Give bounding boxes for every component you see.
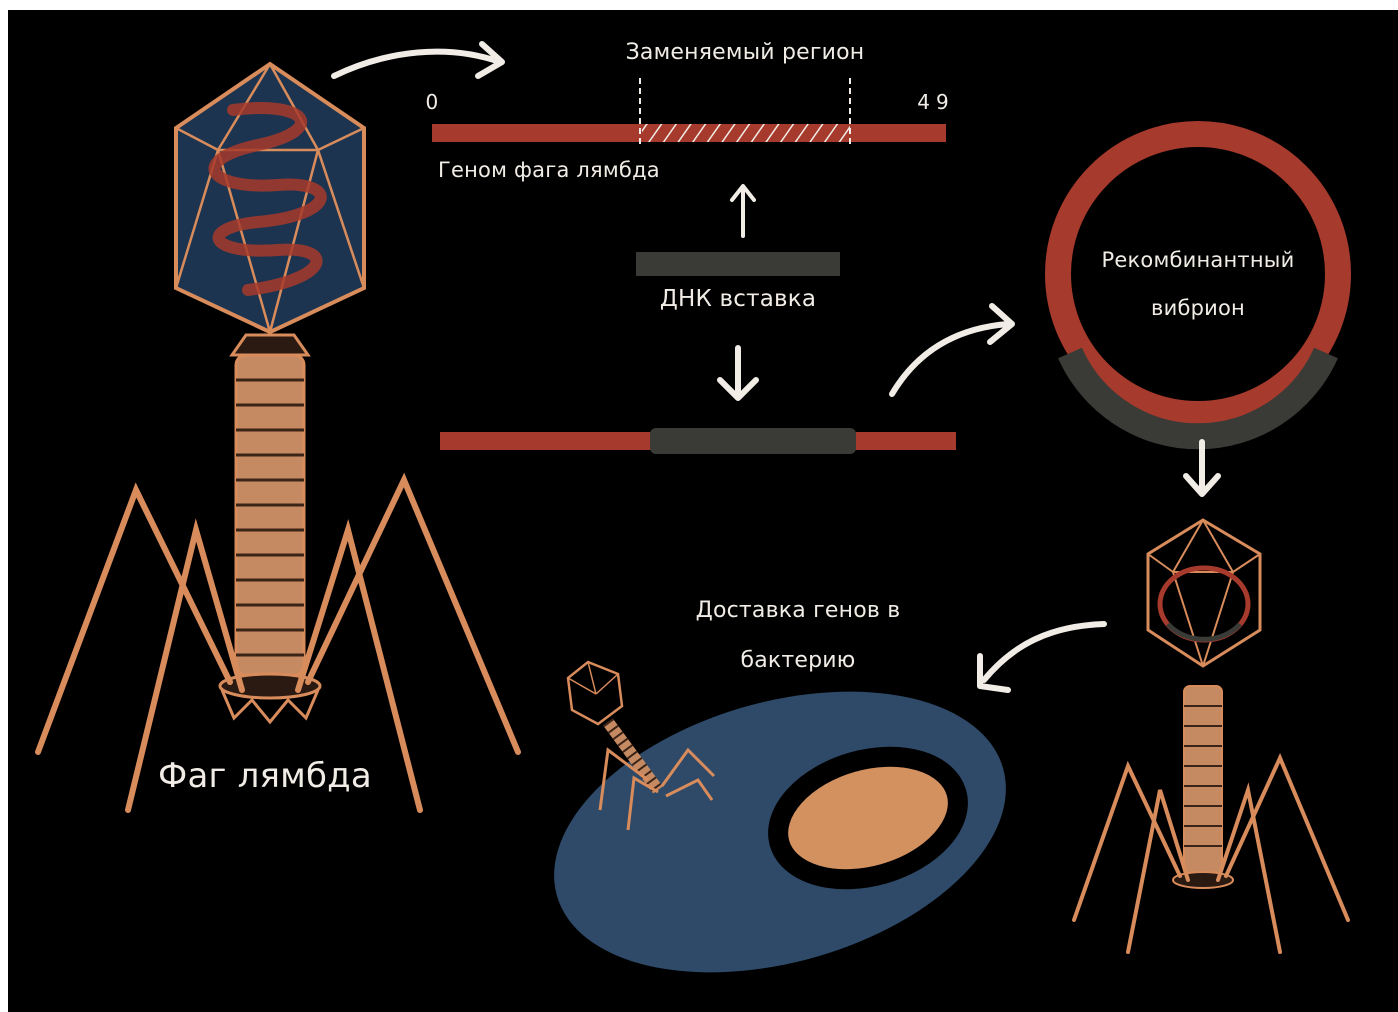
recombinant-vibrion-ring [1058, 134, 1338, 436]
recombinant-genome-bar [440, 428, 956, 454]
recombinant-label-line1: Рекомбинантный [1088, 248, 1308, 272]
lambda-genome-bar [432, 78, 946, 144]
arrow-to-genome [334, 52, 500, 76]
arrow-to-bacterium [984, 624, 1104, 680]
arrow-up-to-genome [732, 186, 754, 236]
dna-insert-bar [636, 252, 840, 276]
genome-caption-label: Геном фага лямбда [438, 158, 668, 182]
arrow-down-to-recombinant [720, 348, 756, 398]
replaceable-region-label: Заменяемый регион [620, 40, 870, 65]
recombinant-phage-small [1074, 520, 1348, 952]
genome-end-label: 49 [912, 90, 960, 114]
phage-collar [232, 335, 308, 355]
phage-tail [236, 355, 304, 675]
delivery-label-line2: бактерию [678, 648, 918, 673]
phage-capsid [176, 64, 364, 332]
recombinant-label-line2: вибрион [1088, 296, 1308, 320]
phage-baseplate [220, 674, 320, 722]
diagram-svg [8, 10, 1398, 1012]
dna-insert-label: ДНК вставка [638, 286, 838, 312]
genome-start-label: 0 [420, 90, 444, 114]
delivery-label-line1: Доставка генов в [678, 598, 918, 623]
diagram-canvas: Фаг лямбда Заменяемый регион 0 49 Геном … [8, 10, 1398, 1012]
arrow-down-to-small-phage [1186, 442, 1218, 494]
replaceable-region-segment [642, 124, 850, 142]
phage-name-label: Фаг лямбда [158, 756, 368, 796]
arrow-to-vibrion [892, 324, 1008, 394]
